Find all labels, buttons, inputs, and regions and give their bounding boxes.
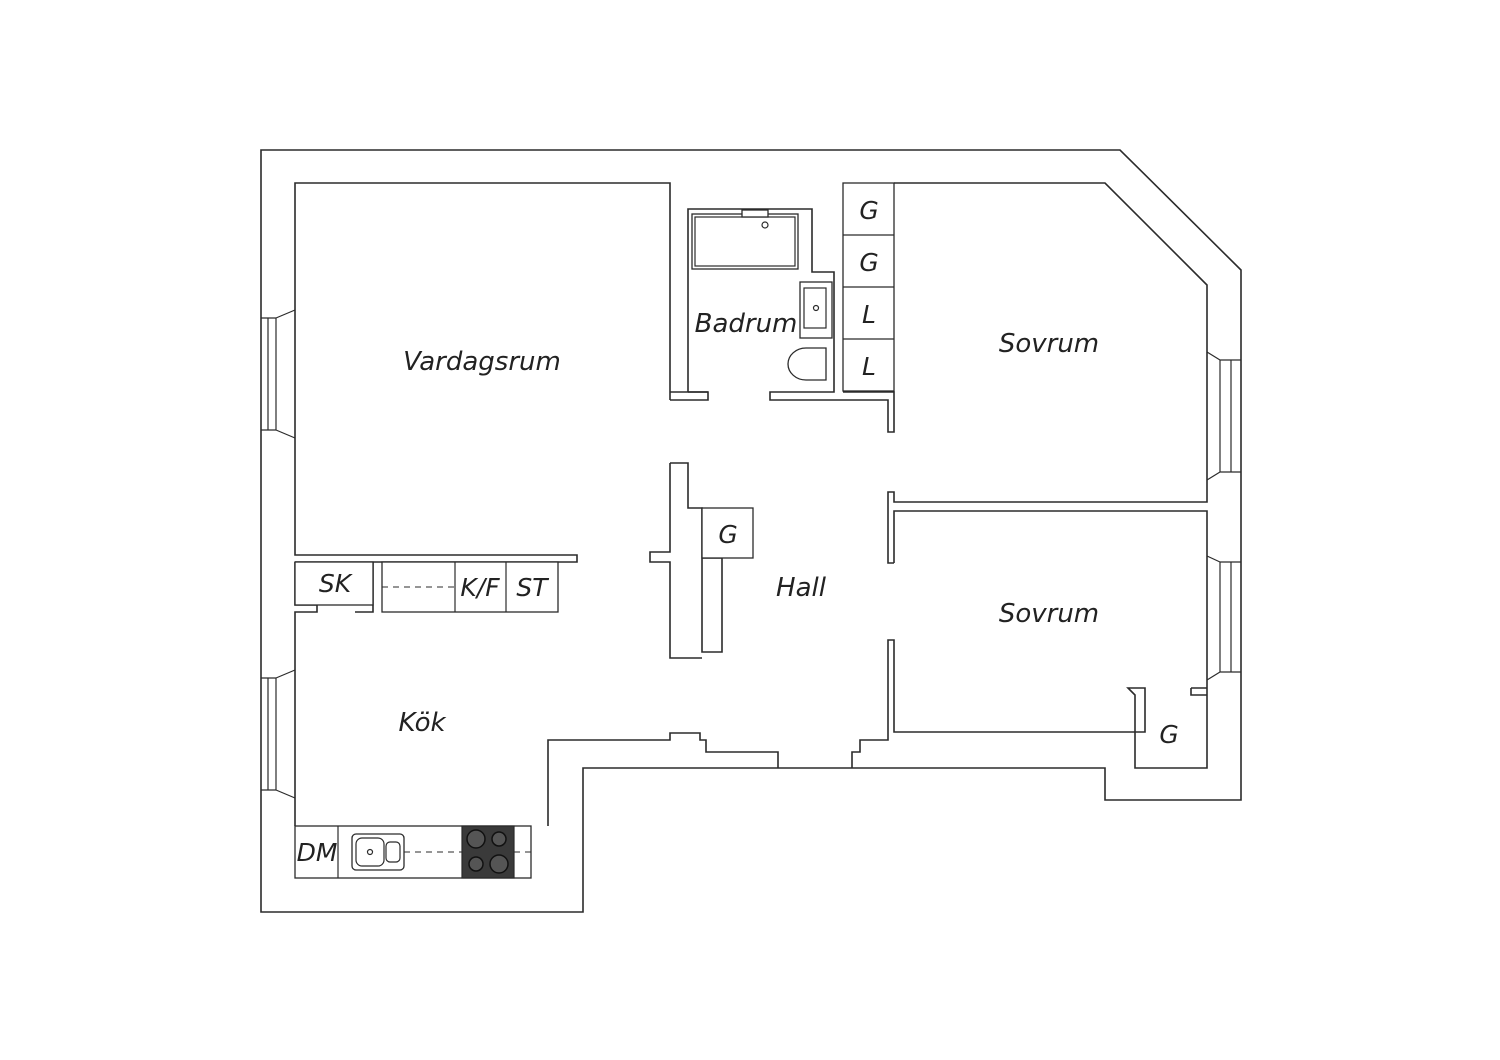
kitchen-counter-upper bbox=[381, 561, 559, 613]
hall-closet bbox=[701, 507, 754, 559]
label-sovrum-lower: Sovrum bbox=[999, 599, 1099, 629]
label-hall: Hall bbox=[776, 573, 827, 603]
label-vardagsrum: Vardagsrum bbox=[403, 347, 561, 377]
label-closet-l2: L bbox=[862, 352, 876, 381]
kitchen-sink bbox=[351, 833, 405, 871]
window-right-upper bbox=[1206, 351, 1241, 481]
bedroom-2-closet-walls bbox=[1190, 687, 1207, 696]
washbasin-drain bbox=[812, 304, 820, 312]
label-closet-g2: G bbox=[859, 248, 878, 277]
window-right-lower bbox=[1206, 555, 1241, 681]
living-room-door-stub bbox=[670, 391, 709, 401]
washbasin-inner bbox=[803, 287, 827, 329]
bathtub bbox=[691, 213, 799, 270]
label-kf: K/F bbox=[460, 573, 500, 602]
window-left-upper bbox=[261, 309, 296, 439]
label-sk: SK bbox=[319, 569, 354, 598]
bathroom-walls bbox=[687, 208, 895, 433]
toilet bbox=[787, 347, 827, 381]
label-dm: DM bbox=[297, 838, 338, 867]
label-closet-g1: G bbox=[859, 196, 878, 225]
bedroom-1-walls bbox=[887, 182, 1208, 564]
window-left-lower bbox=[261, 669, 296, 799]
hall-wall-block bbox=[649, 462, 723, 659]
label-sovrum-upper: Sovrum bbox=[999, 329, 1099, 359]
label-badrum: Badrum bbox=[695, 309, 798, 339]
stove-hob bbox=[461, 825, 515, 879]
outer-wall bbox=[260, 149, 1242, 913]
label-bedroom-closet: G bbox=[1159, 720, 1178, 749]
cabinet-sk bbox=[294, 561, 374, 606]
label-closet-l1: L bbox=[862, 300, 876, 329]
kitchen-south-wall bbox=[547, 732, 779, 826]
bathtub-drain bbox=[761, 221, 769, 229]
bedroom-2-walls bbox=[851, 510, 1208, 769]
bathtub-faucet bbox=[741, 209, 769, 218]
living-room-walls bbox=[294, 182, 671, 563]
label-kok: Kök bbox=[398, 708, 446, 738]
label-st: ST bbox=[516, 573, 549, 602]
wardrobe-column bbox=[842, 182, 895, 392]
label-hall-closet: G bbox=[718, 520, 737, 549]
